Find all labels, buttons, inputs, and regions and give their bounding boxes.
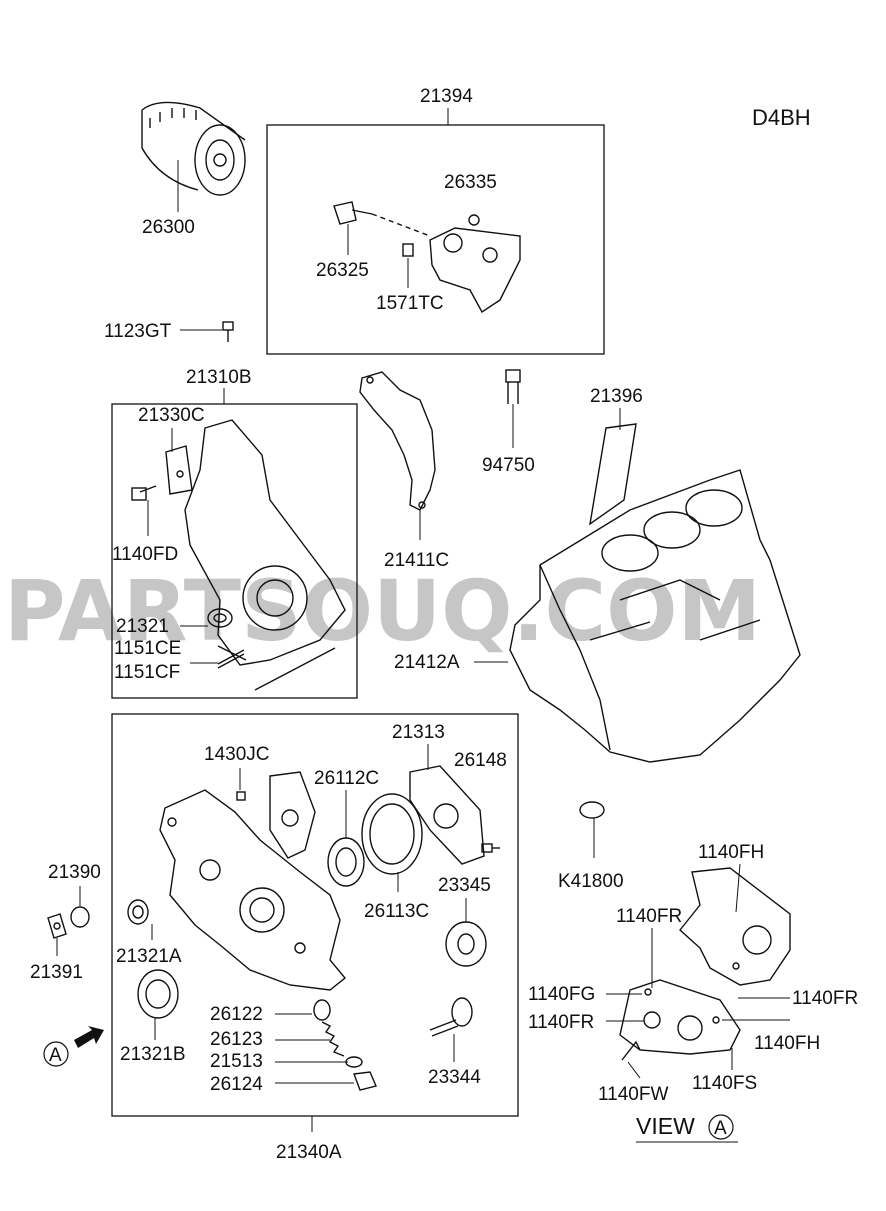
- label-21390: 21390: [48, 862, 101, 883]
- view-mark-circle: [708, 1114, 734, 1140]
- label-21391: 21391: [30, 962, 83, 983]
- label-26123: 26123: [210, 1029, 263, 1050]
- seal-21321-part: [207, 608, 233, 628]
- outer-rotor-26113C-part: [361, 793, 423, 875]
- label-26325: 26325: [316, 260, 369, 281]
- spring-26123-part: [321, 1021, 345, 1057]
- gasket-21396-part: [589, 423, 637, 526]
- label-21340A: 21340A: [276, 1142, 342, 1163]
- label-1140FR-top: 1140FR: [616, 906, 682, 927]
- box-21394: [266, 124, 605, 355]
- label-94750: 94750: [482, 455, 535, 476]
- seal-21321A-part: [127, 899, 149, 925]
- timing-cover-part: [165, 419, 346, 691]
- label-1123GT: 1123GT: [104, 321, 172, 342]
- cylinder-block-part: [509, 469, 801, 763]
- inner-gear-26112C-part: [327, 837, 365, 887]
- oil-pump-relief-part: [333, 201, 521, 314]
- label-1140FG: 1140FG: [528, 984, 595, 1005]
- view-mark: A: [714, 1118, 727, 1139]
- label-21412A: 21412A: [394, 652, 460, 673]
- view-a-assembly-part: [619, 867, 791, 1061]
- label-26112C: 26112C: [314, 768, 379, 789]
- gear-23345-part: [445, 921, 487, 967]
- arrow-mark-a: A: [49, 1045, 62, 1066]
- label-21321B: 21321B: [120, 1044, 186, 1065]
- label-21411C: 21411C: [384, 550, 449, 571]
- plug-26124-part: [353, 1071, 377, 1091]
- label-26148: 26148: [454, 750, 507, 771]
- ring-K41800-part: [579, 801, 605, 819]
- label-1140FD: 1140FD: [112, 544, 178, 565]
- label-1140FH-right: 1140FH: [754, 1033, 820, 1054]
- label-1140FS: 1140FS: [692, 1073, 757, 1094]
- label-1571TC: 1571TC: [376, 293, 444, 314]
- label-26300: 26300: [142, 217, 195, 238]
- label-23344: 23344: [428, 1067, 481, 1088]
- label-1151CE: 1151CE: [114, 638, 181, 659]
- gasket-21411C-part: [359, 371, 436, 511]
- gasket-21313-part: [409, 765, 485, 865]
- label-1430JC: 1430JC: [204, 744, 270, 765]
- washer-21513-part: [345, 1056, 363, 1068]
- label-21310B: 21310B: [186, 367, 252, 388]
- label-26122: 26122: [210, 1004, 263, 1025]
- oil-pump-case-part: [159, 789, 346, 991]
- plug-21391-part: [47, 913, 67, 939]
- label-21330C: 21330C: [138, 405, 205, 426]
- shaft-23344-part: [429, 997, 473, 1037]
- stud-1151CF-part: [217, 649, 245, 669]
- label-26113C: 26113C: [364, 901, 429, 922]
- ring-21390-part: [70, 906, 90, 928]
- bolt-1123GT-part: [222, 321, 234, 342]
- label-1140FH-top: 1140FH: [698, 842, 764, 863]
- label-1151CF: 1151CF: [114, 662, 180, 683]
- label-1140FW: 1140FW: [598, 1084, 668, 1105]
- label-K41800: K41800: [558, 871, 624, 892]
- bolt-1140FD-part: [131, 485, 157, 501]
- label-1140FR-left: 1140FR: [528, 1012, 594, 1033]
- seal-21321B-part: [137, 969, 179, 1019]
- pin-1430JC-part: [236, 791, 246, 801]
- label-21321: 21321: [116, 616, 169, 637]
- engine-code: D4BH: [752, 105, 811, 130]
- label-23345: 23345: [438, 875, 491, 896]
- watermark: PARTSOUQ.COM: [4, 562, 761, 660]
- plunger-26122-part: [313, 999, 331, 1021]
- label-1140FR-right: 1140FR: [792, 988, 858, 1009]
- label-21394: 21394: [420, 86, 473, 107]
- box-21310B: [111, 403, 358, 699]
- box-21340A: [111, 713, 519, 1117]
- label-26335: 26335: [444, 172, 497, 193]
- sensor-94750-part: [505, 369, 521, 404]
- label-21396: 21396: [590, 386, 643, 407]
- label-21513: 21513: [210, 1051, 263, 1072]
- screw-26148-part: [481, 843, 500, 853]
- view-arrow-icon: [43, 1026, 104, 1067]
- oil-filter-part: [141, 101, 246, 196]
- label-21313: 21313: [392, 722, 445, 743]
- label-21321A: 21321A: [116, 946, 182, 967]
- label-26124: 26124: [210, 1074, 263, 1095]
- view-label: VIEW: [636, 1113, 695, 1139]
- pump-cover-part: [269, 771, 316, 859]
